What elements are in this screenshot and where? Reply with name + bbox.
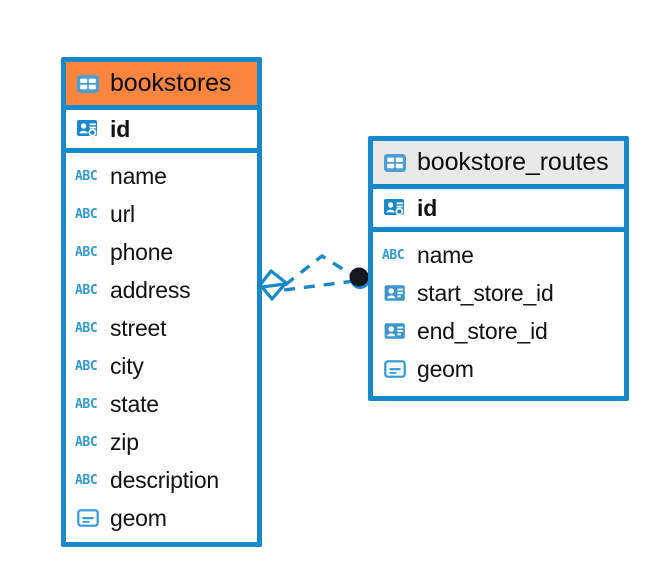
primary-key-label: id	[110, 115, 131, 142]
field-list-bookstores: ABC name ABC url ABC phone ABC address A…	[66, 153, 257, 542]
field-row[interactable]: ABC name	[373, 236, 624, 274]
field-label: geom	[110, 504, 167, 531]
field-list-bookstore-routes: ABC name start_store_id	[373, 232, 624, 393]
field-row[interactable]: ABC phone	[66, 233, 257, 271]
foreign-key-icon	[382, 280, 408, 306]
text-type-icon: ABC	[75, 320, 98, 336]
relationship-line-lower	[283, 279, 356, 292]
geometry-type-icon	[75, 505, 101, 531]
field-row[interactable]: ABC description	[66, 461, 257, 499]
field-row[interactable]: ABC address	[66, 271, 257, 309]
field-label: url	[110, 200, 135, 227]
entity-title: bookstore_routes	[417, 148, 609, 176]
field-row[interactable]: ABC city	[66, 347, 257, 385]
geometry-type-icon	[382, 356, 408, 382]
primary-key-row[interactable]: id	[66, 110, 257, 153]
entity-header-bookstore-routes[interactable]: bookstore_routes	[373, 141, 624, 189]
many-crowsfoot-marker	[258, 269, 287, 301]
relationship-line-upper	[283, 253, 358, 287]
field-row[interactable]: ABC url	[66, 195, 257, 233]
primary-key-label: id	[417, 194, 438, 221]
text-type-icon: ABC	[382, 247, 405, 263]
field-label: description	[110, 466, 220, 493]
field-row[interactable]: ABC state	[66, 385, 257, 423]
field-label: geom	[417, 355, 474, 382]
field-row[interactable]: geom	[373, 350, 624, 388]
primary-key-icon	[382, 195, 408, 221]
entity-bookstore-routes[interactable]: bookstore_routes id ABC name	[368, 136, 629, 401]
text-type-icon: ABC	[75, 244, 98, 260]
foreign-key-icon	[382, 318, 408, 344]
text-type-icon: ABC	[75, 358, 98, 374]
field-label: street	[110, 314, 167, 341]
field-label: start_store_id	[417, 279, 554, 306]
field-row[interactable]: geom	[66, 499, 257, 537]
text-type-icon: ABC	[75, 282, 98, 298]
field-row[interactable]: end_store_id	[373, 312, 624, 350]
text-type-icon: ABC	[75, 206, 98, 222]
table-icon	[382, 150, 408, 176]
field-row[interactable]: ABC zip	[66, 423, 257, 461]
entity-header-bookstores[interactable]: bookstores	[66, 62, 257, 110]
field-label: city	[110, 352, 144, 379]
field-label: zip	[110, 428, 139, 455]
field-label: name	[417, 241, 474, 268]
primary-key-icon	[75, 116, 101, 142]
primary-key-row[interactable]: id	[373, 189, 624, 232]
text-type-icon: ABC	[75, 168, 98, 184]
table-icon	[75, 71, 101, 97]
field-row[interactable]: ABC name	[66, 157, 257, 195]
entity-bookstores[interactable]: bookstores id ABC	[61, 57, 262, 547]
field-label: state	[110, 390, 159, 417]
text-type-icon: ABC	[75, 472, 98, 488]
text-type-icon: ABC	[75, 434, 98, 450]
field-label: address	[110, 276, 191, 303]
field-label: phone	[110, 238, 173, 265]
field-label: end_store_id	[417, 317, 548, 344]
entity-title: bookstores	[110, 69, 232, 97]
field-row[interactable]: ABC street	[66, 309, 257, 347]
text-type-icon: ABC	[75, 396, 98, 412]
field-label: name	[110, 162, 167, 189]
field-row[interactable]: start_store_id	[373, 274, 624, 312]
one-filled-circle-marker	[349, 267, 370, 289]
